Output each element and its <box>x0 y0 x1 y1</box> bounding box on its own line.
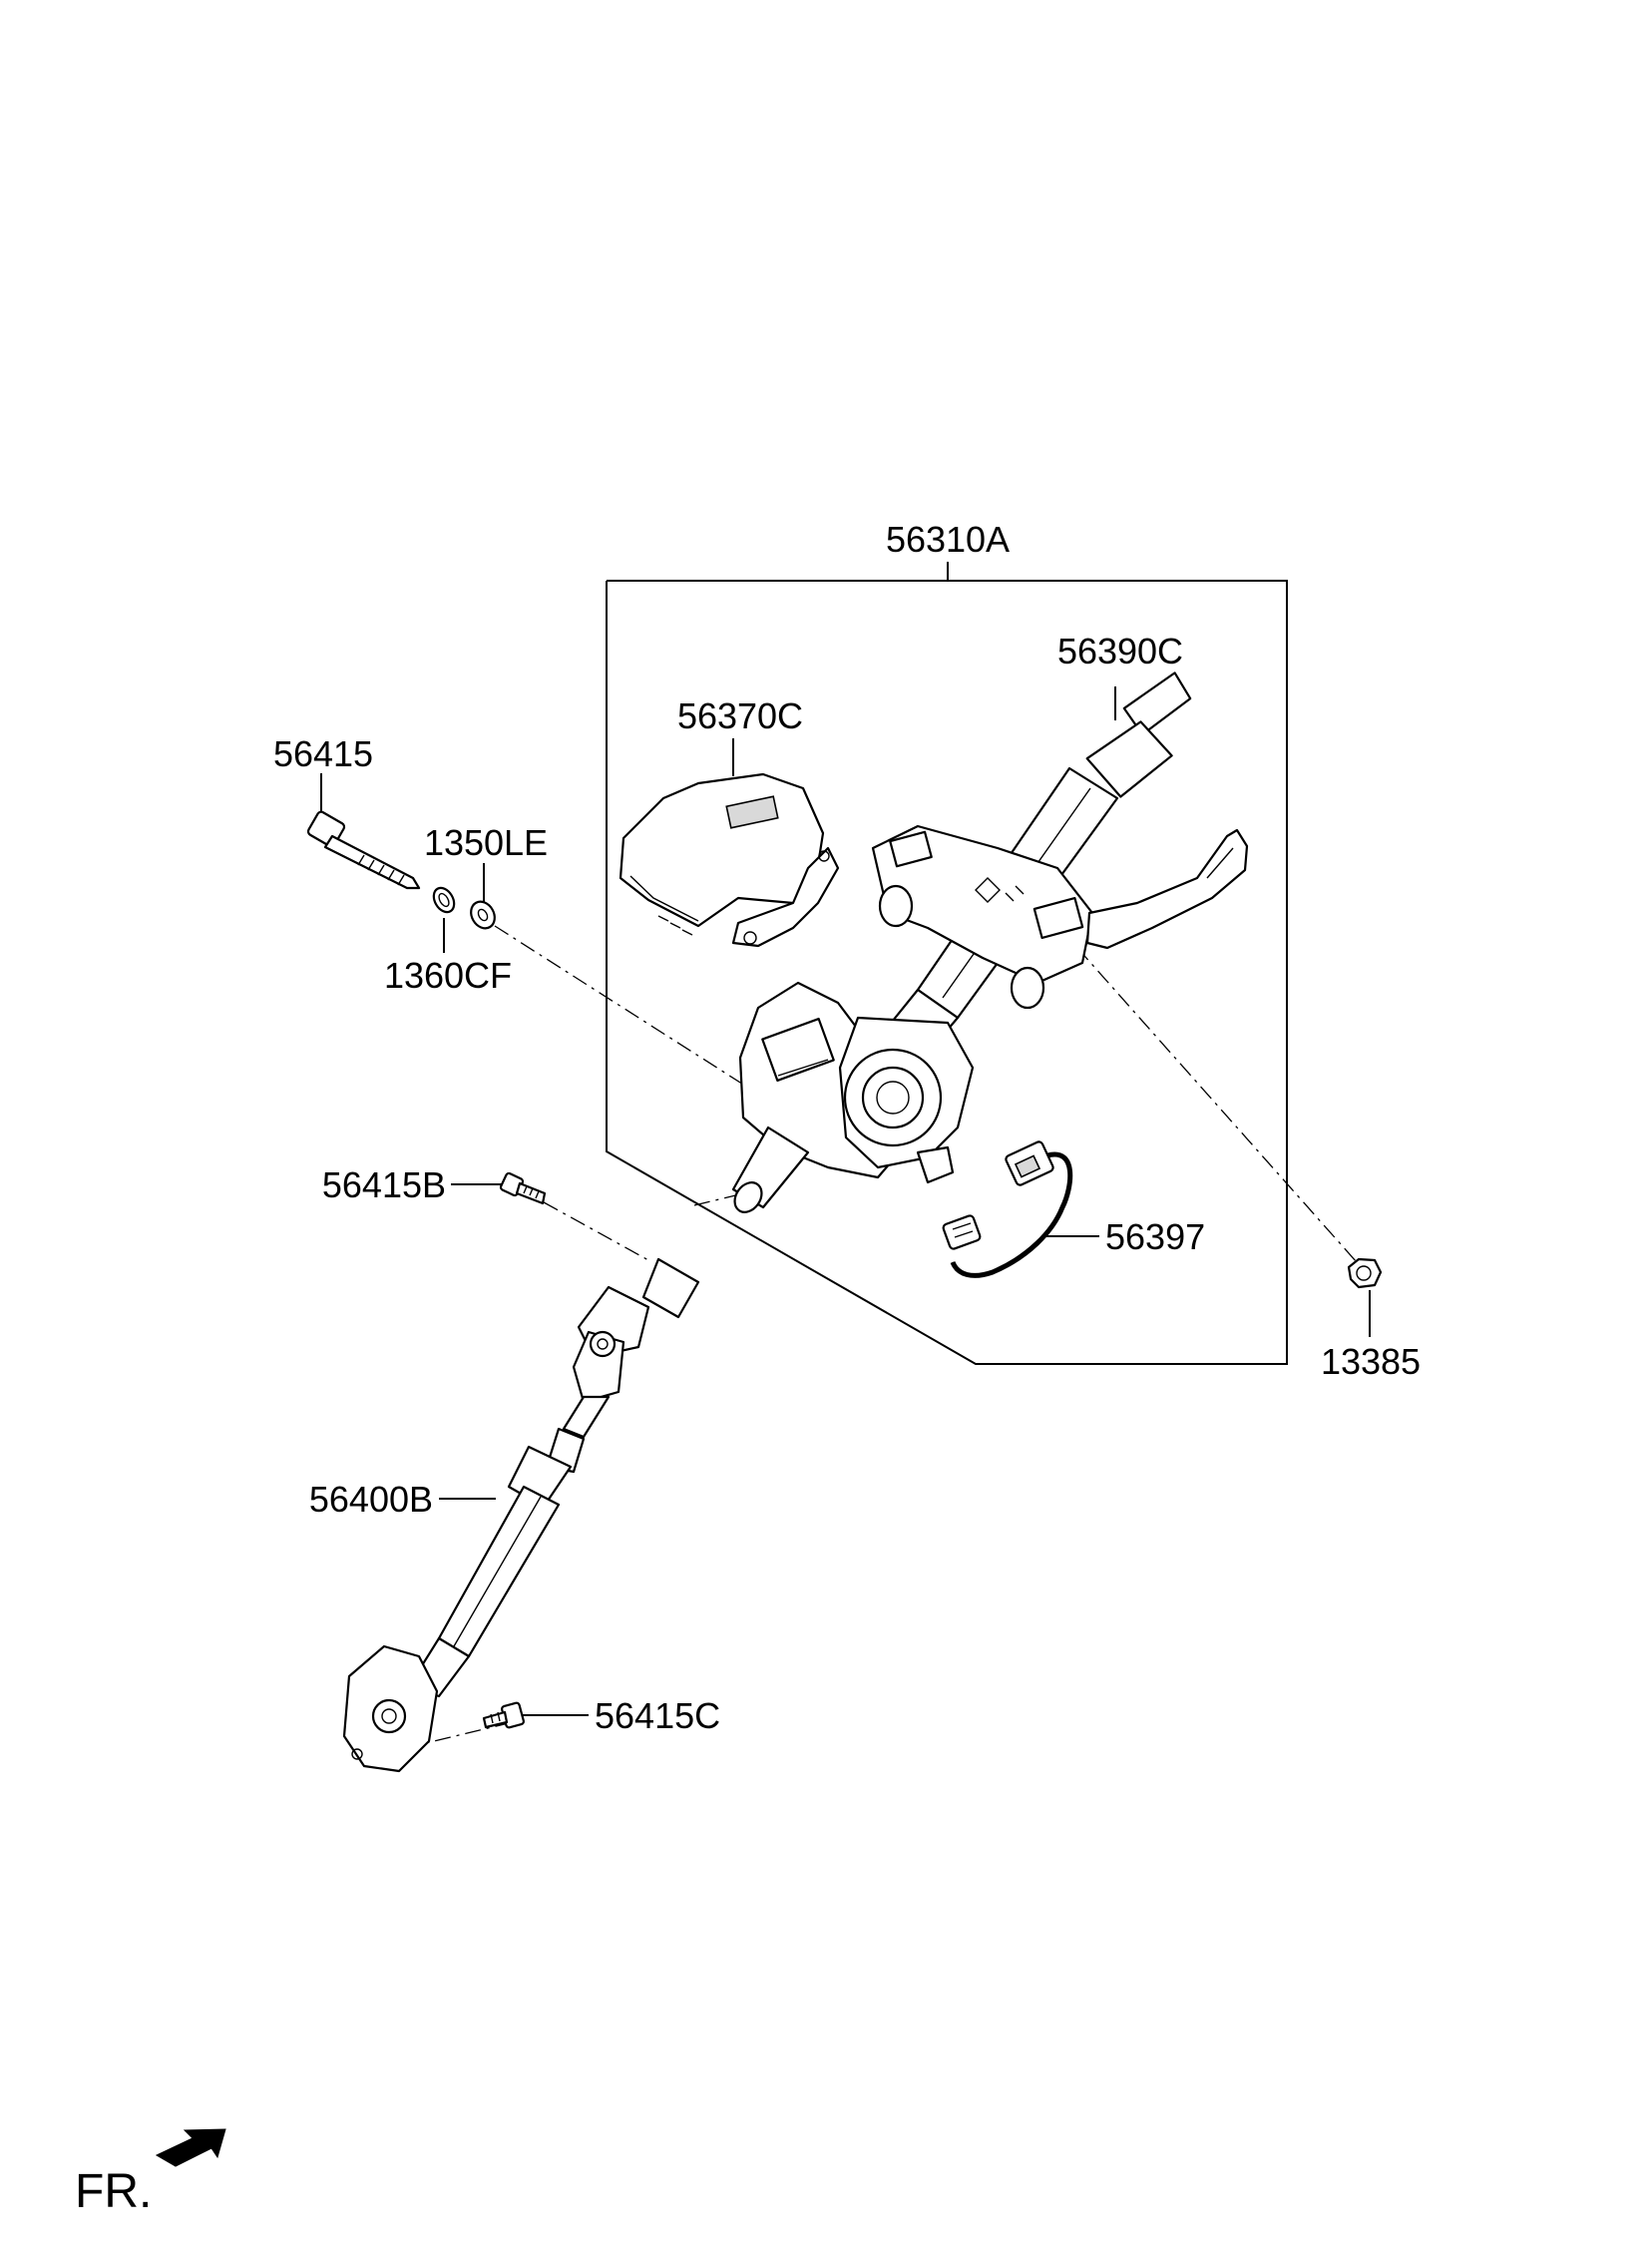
label-56400b[interactable]: 56400B <box>309 1479 433 1520</box>
bolt-56415c <box>482 1701 525 1729</box>
label-56415c[interactable]: 56415C <box>595 1695 720 1736</box>
bolt-56415 <box>306 810 421 890</box>
leader-lines <box>320 686 1371 1716</box>
front-indicator: FR. <box>75 2128 226 2218</box>
part-labels: 56310A 56390C 56370C 56415 1350LE 1360CF… <box>273 519 1421 1736</box>
bolt-56415b <box>499 1171 547 1205</box>
label-56415[interactable]: 56415 <box>273 733 373 774</box>
label-1360cf[interactable]: 1360CF <box>384 955 512 996</box>
control-unit-56370c <box>619 772 840 948</box>
front-label: FR. <box>75 2165 152 2218</box>
tilt-lever <box>1085 828 1249 950</box>
label-56415b[interactable]: 56415B <box>322 1164 446 1205</box>
label-1350le[interactable]: 1350LE <box>424 822 548 863</box>
lower-shaft-stub <box>731 1126 810 1213</box>
motor-unit <box>838 1016 975 1184</box>
label-56370c[interactable]: 56370C <box>677 695 803 736</box>
washer-1350le <box>470 900 496 930</box>
assembly-frame <box>606 562 1288 1365</box>
label-56390c[interactable]: 56390C <box>1057 631 1183 672</box>
washer-1360cf <box>432 886 456 914</box>
label-56310a[interactable]: 56310A <box>886 519 1010 560</box>
nut-13385 <box>1347 1257 1383 1289</box>
intermediate-shaft-56400b <box>342 1257 700 1773</box>
front-arrow-icon <box>155 2128 226 2167</box>
label-56397[interactable]: 56397 <box>1105 1216 1205 1257</box>
column-bracket <box>871 824 1094 1010</box>
wiring-harness-56397 <box>942 1140 1073 1278</box>
label-13385[interactable]: 13385 <box>1321 1341 1421 1382</box>
